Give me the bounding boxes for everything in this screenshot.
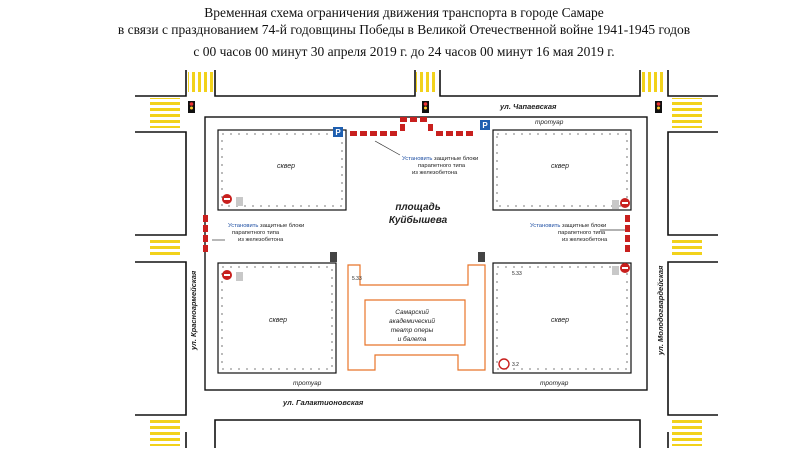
sidewalk-label: тротуар	[535, 119, 564, 126]
restriction-sign-icon	[498, 358, 510, 370]
svg-text:Установить защитные блоки: Установить защитные блоки	[530, 223, 606, 229]
sign-plate-icon	[236, 197, 619, 281]
svg-text:из железобетона: из железобетона	[412, 170, 458, 176]
note-east: Установить защитные блоки парапетного ти…	[530, 223, 608, 243]
sidewalk-label: тротуар	[540, 380, 569, 387]
square-label-2: Куйбышева	[389, 214, 448, 226]
no-entry-icon	[222, 270, 232, 280]
park-ne: сквер	[492, 129, 632, 211]
park-label: сквер	[551, 163, 569, 170]
svg-text:P: P	[335, 128, 341, 137]
svg-text:Установить защитные блоки: Установить защитные блоки	[228, 223, 304, 229]
park-label: сквер	[551, 317, 569, 324]
sign-code: 5.33	[512, 271, 522, 277]
note-west: Установить защитные блоки парапетного ти…	[228, 223, 304, 243]
sign-post-icon	[330, 252, 485, 262]
barrier-blocks-north	[350, 117, 473, 136]
theatre-outline	[347, 264, 486, 371]
sidewalk-label: тротуар	[293, 380, 322, 387]
park-label: сквер	[277, 163, 295, 170]
park-label: сквер	[269, 317, 287, 324]
crosswalks	[150, 72, 702, 446]
map-subtitle: в связи с празднованием 74-й годовщины П…	[117, 22, 691, 37]
park-se: сквер	[492, 262, 632, 374]
svg-text:парапетного типа: парапетного типа	[232, 230, 280, 236]
note-north: Установить защитные блоки парапетного ти…	[402, 156, 478, 176]
park-sw: сквер	[217, 262, 337, 374]
parking-sign-icon: P	[480, 120, 490, 130]
road-outlines	[135, 70, 718, 448]
no-entry-icon	[620, 198, 630, 208]
theatre-label-3: театр оперы	[391, 327, 434, 334]
note-arrows	[212, 140, 625, 241]
svg-text:парапетного типа: парапетного типа	[418, 163, 466, 169]
barrier-blocks-east	[625, 215, 630, 252]
street-label-west: ул. Красноармейская	[189, 270, 198, 351]
sign-code: 5.33	[352, 276, 362, 282]
street-label-north: ул. Чапаевская	[499, 102, 557, 111]
map-title: Временная схема ограничения движения тра…	[204, 5, 604, 20]
no-entry-icon	[620, 263, 630, 273]
theatre-label-2: академический	[389, 317, 435, 325]
svg-text:парапетного типа: парапетного типа	[558, 230, 606, 236]
no-entry-icon	[222, 194, 232, 204]
svg-text:P: P	[482, 121, 488, 130]
square-label-1: площадь	[395, 202, 440, 213]
street-label-east: ул. Молодогвардейская	[656, 265, 665, 356]
svg-text:из железобетона: из железобетона	[238, 237, 284, 243]
theatre-label-1: Самарский	[395, 308, 429, 316]
sign-code: 3.2	[512, 362, 519, 368]
map-date-range: с 00 часов 00 минут 30 апреля 2019 г. до…	[193, 44, 615, 59]
street-label-south: ул. Галактионовская	[282, 398, 364, 407]
svg-text:из железобетона: из железобетона	[562, 237, 608, 243]
parking-sign-icon: P	[333, 127, 343, 137]
traffic-light-icon	[422, 101, 429, 113]
barrier-blocks-west	[203, 215, 208, 252]
traffic-light-icon	[188, 101, 195, 113]
theatre-label-4: и балета	[398, 335, 427, 343]
svg-text:Установить защитные блоки: Установить защитные блоки	[402, 156, 478, 162]
park-nw: сквер	[217, 129, 347, 211]
traffic-light-icon	[655, 101, 662, 113]
